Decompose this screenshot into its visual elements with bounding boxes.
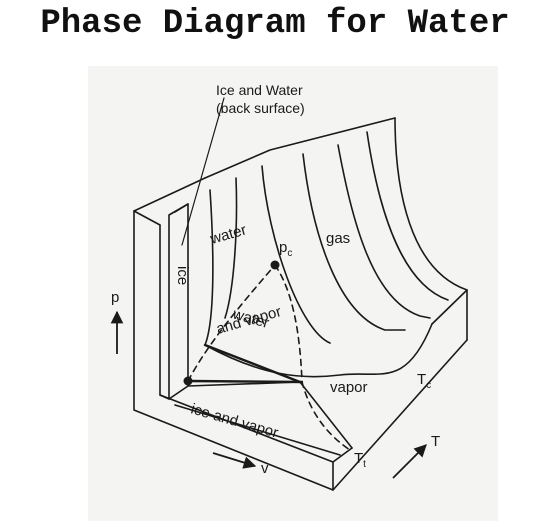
axis-label-p: p <box>111 289 119 306</box>
page-title: Phase Diagram for Water <box>40 5 510 43</box>
v-axis-arrow <box>212 452 257 469</box>
isotherm-5 <box>337 144 431 319</box>
ice-water-leader-line <box>181 97 225 246</box>
tie-line-water-vapor <box>203 343 302 384</box>
label-tt: Tt <box>354 450 366 470</box>
ice-slab-top <box>174 203 189 387</box>
block-top-left-edge <box>133 177 206 212</box>
t-axis-arrow <box>392 444 427 479</box>
block-bottom-front-edge <box>332 339 468 491</box>
label-tt-main: T <box>354 450 363 467</box>
isotherm-2 <box>224 177 238 319</box>
isotherm-4 <box>302 153 406 331</box>
label-tc-sub: c <box>426 380 431 391</box>
label-gas: gas <box>326 230 350 247</box>
label-tc: Tc <box>417 371 431 391</box>
label-pc: pc <box>279 239 292 259</box>
axis-label-t: T <box>431 433 440 450</box>
label-tc-main: T <box>417 371 426 388</box>
block-left-face <box>133 210 334 491</box>
isotherm-1 <box>204 189 214 346</box>
ice-vapor-floor-top <box>168 381 353 449</box>
isotherm-3 <box>261 165 331 344</box>
axis-label-v: v <box>261 460 269 477</box>
block-inner-ledge <box>133 210 161 226</box>
back-curve-edge <box>394 117 468 291</box>
label-pc-sub: c <box>287 248 292 259</box>
isotherm-6 <box>366 131 449 301</box>
critical-point <box>270 260 280 270</box>
lower-floor-line <box>174 404 341 456</box>
surface-flat-top <box>204 323 433 378</box>
label-vapor: vapor <box>330 379 368 396</box>
triple-line <box>186 379 304 384</box>
triple-point <box>183 376 193 386</box>
label-ice-water-line1: Ice and Water <box>216 82 303 98</box>
block-right-top-edge <box>431 289 468 325</box>
label-ice: ice <box>174 266 191 285</box>
label-ice-water-line2: (back surface) <box>216 100 305 116</box>
label-tt-sub: t <box>363 459 366 470</box>
back-top-edge <box>204 117 396 179</box>
dome-left-boundary <box>187 264 276 382</box>
label-pc-main: p <box>279 239 287 256</box>
